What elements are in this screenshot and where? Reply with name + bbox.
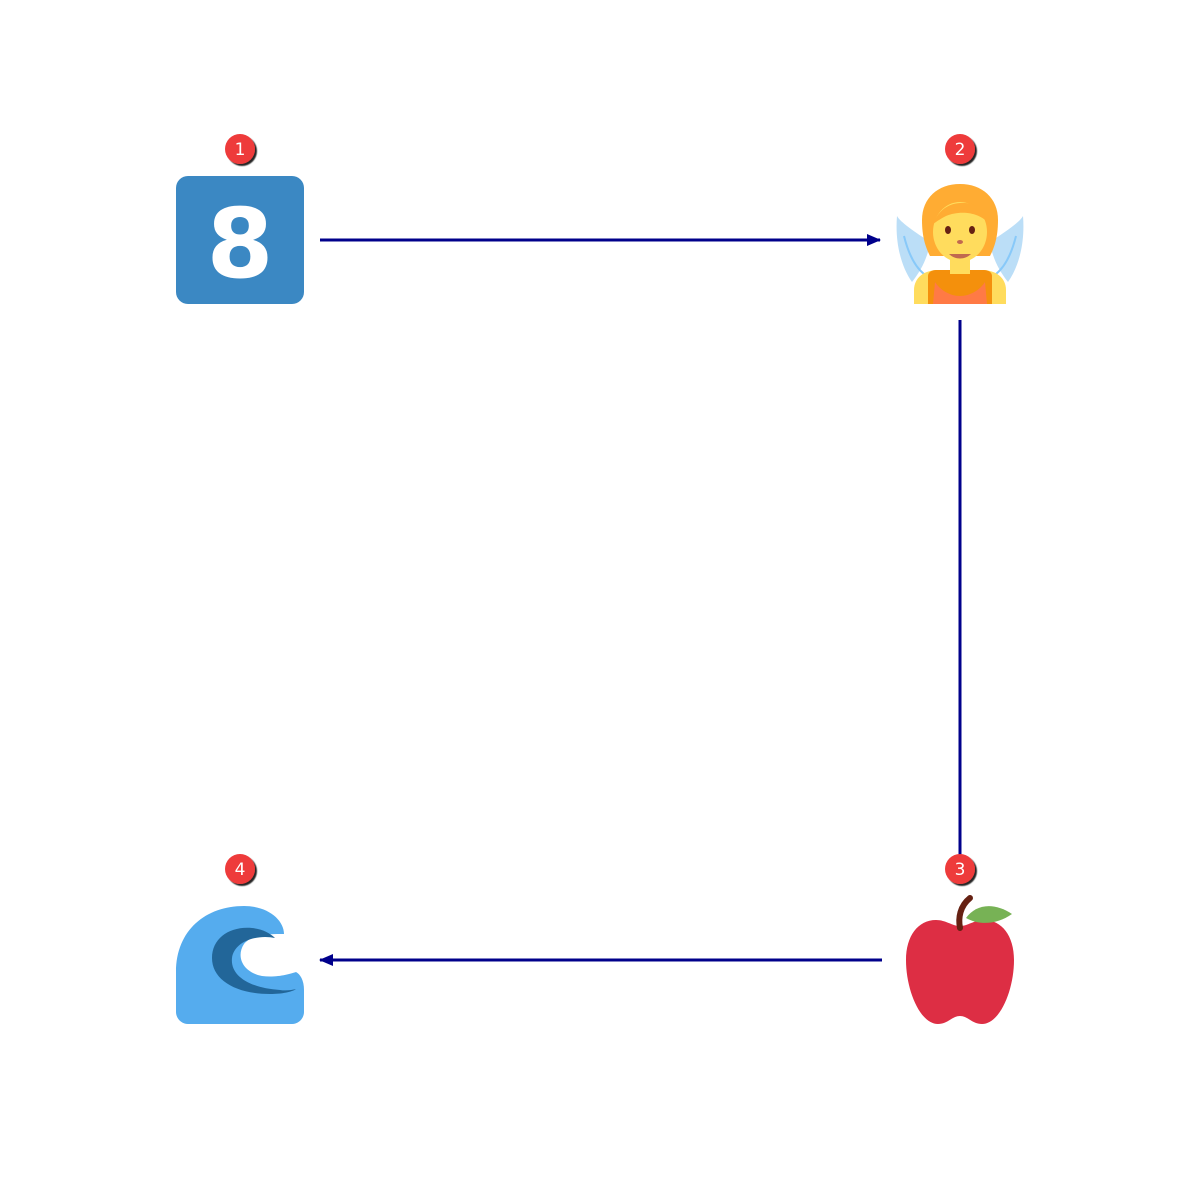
fairy-icon (896, 184, 1024, 304)
node-2: 2 (896, 134, 1024, 304)
node-badge: 1 (225, 134, 255, 164)
red-apple-icon (906, 895, 1014, 1024)
node-badge: 2 (945, 134, 975, 164)
node-badge-number: 4 (235, 860, 246, 880)
water-wave-icon (176, 906, 304, 1024)
node-4: 4 (176, 854, 304, 1024)
keycap-digit: 8 (207, 188, 274, 300)
node-badge-number: 2 (955, 140, 966, 160)
keycap-digit-eight-icon: 8 (176, 176, 304, 304)
node-1: 8 1 (176, 134, 304, 304)
node-badge-number: 1 (235, 140, 246, 160)
node-badge-number: 3 (955, 860, 966, 880)
node-badge: 3 (945, 854, 975, 884)
node-3: 3 (906, 854, 1014, 1024)
node-badge: 4 (225, 854, 255, 884)
